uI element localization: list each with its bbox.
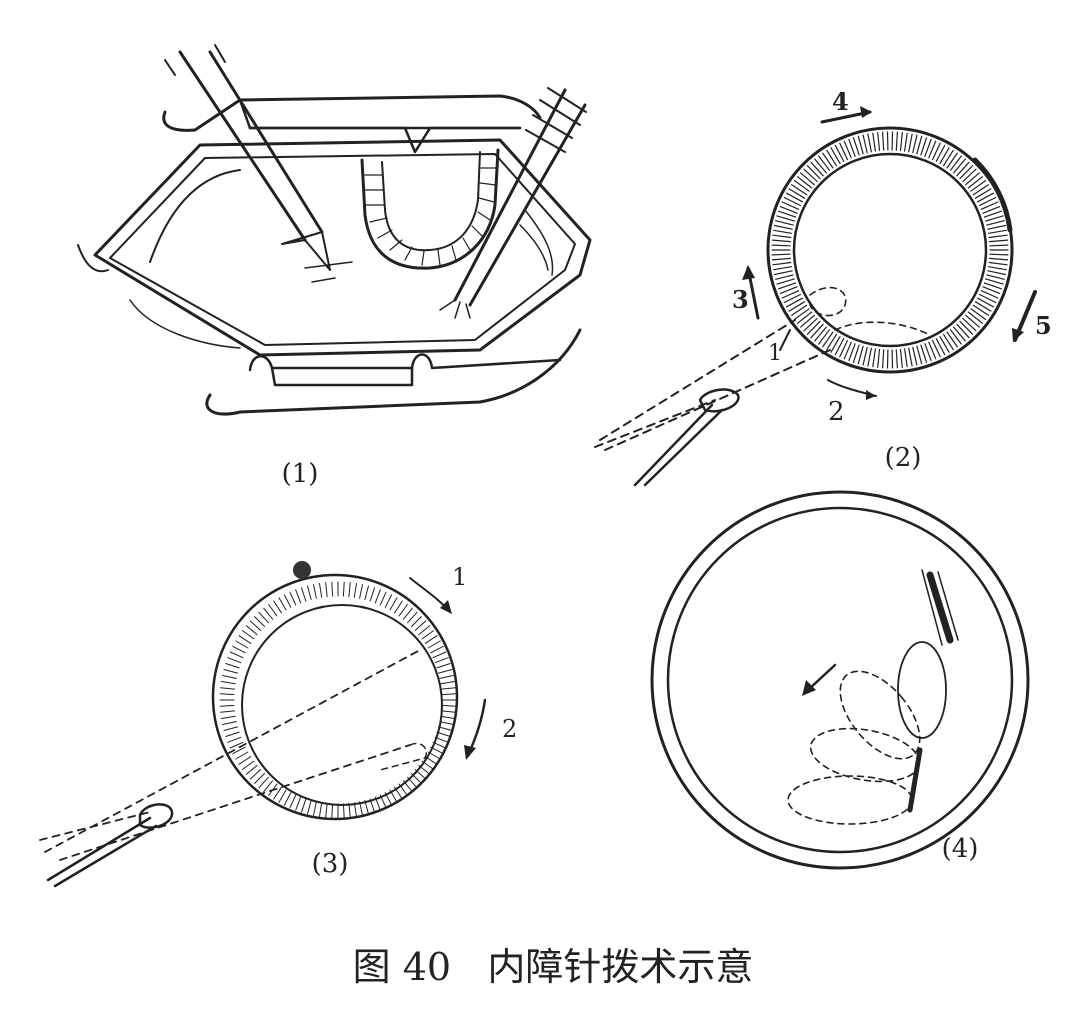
- eyeball-outer-ring: [650, 490, 1030, 870]
- eye-speculum: [162, 94, 582, 416]
- displacement-arrow-line: [806, 663, 837, 692]
- panel-3-label: (3): [312, 849, 349, 879]
- lens-dark-arc: [972, 157, 1013, 233]
- lens-ring-hatching: [771, 131, 1009, 369]
- lens-outer-ring: [766, 126, 1014, 374]
- left-needle: [164, 44, 353, 283]
- panel-4-label: (4): [942, 834, 979, 864]
- panel-2-step-1: 1: [768, 341, 782, 366]
- eyelid-outline: [77, 138, 592, 357]
- iris-cross-section: [360, 148, 500, 270]
- displacement-arrow-head: [802, 680, 816, 696]
- lens-dashed-fold: [809, 286, 847, 317]
- lens-position-1: [897, 641, 947, 739]
- panel-3-step-2: 2: [502, 715, 517, 743]
- panel-2-step-2: 2: [828, 397, 845, 427]
- lens-outer-ring: [211, 573, 459, 821]
- lens-inner-ring: [792, 152, 988, 348]
- panel-2-needle: [594, 319, 831, 487]
- panel-2-step-4: 4: [832, 87, 849, 116]
- panel-1-illustration: (1): [77, 44, 592, 489]
- panel-3-illustration: 1 2 (3): [39, 561, 517, 888]
- lens-position-2: [839, 670, 921, 760]
- panel-4-illustration: (4): [650, 490, 1030, 870]
- zonule-shaded-band: [926, 571, 954, 644]
- lens-position-4: [787, 775, 913, 825]
- panel-3-step-1: 1: [452, 563, 467, 591]
- panel-2-step-5: 5: [1035, 311, 1052, 340]
- panel-3-step-arrows: [409, 577, 487, 760]
- figure-caption: 图 40 内障针拨术示意: [353, 945, 754, 989]
- lens-marker-dot: [293, 561, 311, 579]
- panel-2-step-arrows: [742, 106, 1037, 400]
- panel-3-needle: [39, 649, 427, 888]
- right-instrument: [439, 87, 587, 319]
- panel-2-label: (2): [885, 443, 922, 473]
- panel-2-illustration: 1 2 3 4 5 (2): [594, 87, 1052, 487]
- eyeball-inner-ring: [666, 506, 1014, 854]
- panel-1-label: (1): [282, 459, 319, 489]
- panel-2-step-3: 3: [732, 285, 749, 314]
- lens-position-3: [809, 727, 921, 783]
- lens-inner-ring: [241, 604, 443, 806]
- lens-dashed-edge: [834, 321, 931, 336]
- lens-ring-hatching: [219, 581, 457, 819]
